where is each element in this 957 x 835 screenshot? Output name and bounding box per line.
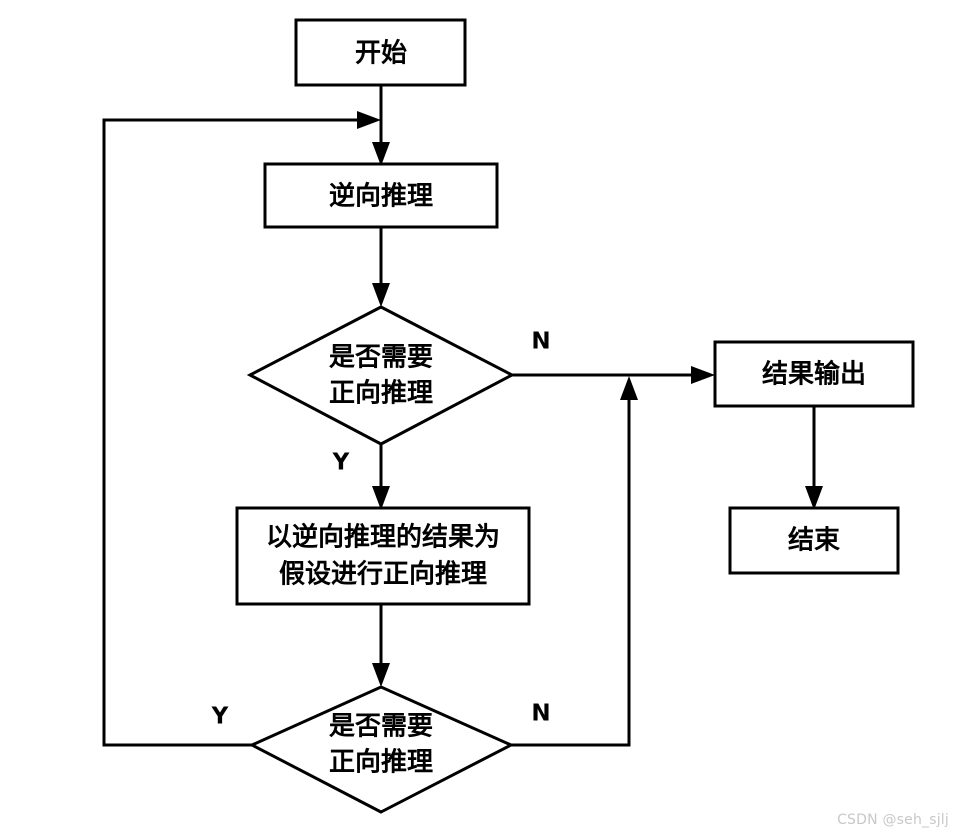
node-forward-reasoning-process-shape: [235, 506, 531, 606]
edge-backward-to-decision1: [372, 225, 390, 307]
node-decision-1-label-line1: 是否需要: [329, 343, 433, 373]
arrow-head-icon: [372, 142, 390, 166]
node-start-label: 开始: [355, 39, 407, 69]
watermark: CSDN @seh_sjlj: [837, 812, 949, 828]
edge-decision1-no-to-output: [510, 366, 715, 384]
node-backward-reasoning-shape: [263, 162, 499, 229]
arrow-head-icon: [372, 663, 390, 687]
edge-output-to-end: [805, 404, 823, 510]
arrow-head-icon: [620, 376, 638, 400]
edge-process-to-decision2: [372, 602, 390, 687]
node-end-shape: [728, 506, 900, 575]
edge-label-decision1-no: N: [531, 329, 550, 355]
edge-decision1-yes-to-process: [372, 442, 390, 510]
node-start[interactable]: 开始: [294, 18, 467, 87]
edge-label-decision1-yes: Y: [332, 450, 350, 476]
edge-label-decision2-no: N: [531, 701, 550, 727]
node-decision-2-shape: [248, 685, 515, 814]
node-forward-reasoning-process-label-line2: 假设进行正向推理: [279, 559, 487, 590]
node-decision-1-shape: [246, 305, 516, 446]
node-forward-reasoning-process[interactable]: 以逆向推理的结果为 假设进行正向推理: [235, 506, 531, 606]
node-result-output-shape: [713, 340, 915, 408]
edge-label-decision2-yes: Y: [211, 704, 229, 730]
edge-start-to-backward: [372, 83, 390, 166]
arrow-head-icon: [372, 486, 390, 510]
node-start-shape: [294, 18, 467, 87]
edge-decision2-yes-loopback: [102, 111, 381, 747]
node-backward-reasoning[interactable]: 逆向推理: [263, 162, 499, 229]
arrow-head-icon: [805, 486, 823, 510]
node-decision-need-forward-reasoning-2[interactable]: 是否需要 正向推理: [248, 685, 515, 814]
node-decision-need-forward-reasoning-1[interactable]: 是否需要 正向推理: [246, 305, 516, 446]
node-decision-2-label-line2: 正向推理: [329, 747, 433, 778]
node-backward-reasoning-label: 逆向推理: [329, 181, 433, 212]
node-forward-reasoning-process-label-line1: 以逆向推理的结果为: [266, 522, 500, 553]
edge-decision2-no-to-output: [509, 376, 638, 747]
node-result-output[interactable]: 结果输出: [713, 340, 915, 408]
arrow-head-icon: [357, 111, 381, 129]
arrow-head-icon: [372, 283, 390, 307]
node-decision-1-label-line2: 正向推理: [329, 378, 433, 409]
node-end-label: 结束: [788, 525, 841, 556]
arrow-head-icon: [691, 366, 715, 384]
node-result-output-label: 结果输出: [762, 359, 866, 390]
node-end[interactable]: 结束: [728, 506, 900, 575]
node-decision-2-label-line1: 是否需要: [329, 712, 433, 742]
